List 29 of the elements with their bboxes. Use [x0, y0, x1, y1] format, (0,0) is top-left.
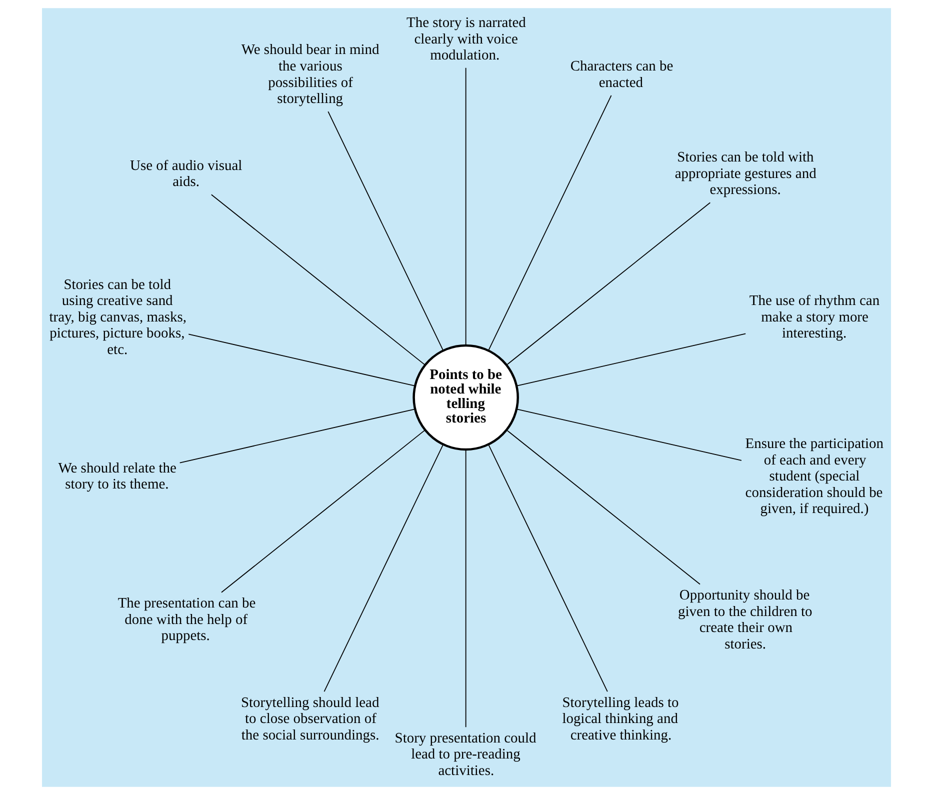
node-text: Opportunity should be given to the children to create their own stories.	[678, 588, 812, 652]
connector	[210, 194, 425, 366]
connector	[464, 67, 466, 346]
node-text: Ensure the participation of each and every student (special consideration should be given, if required.)	[744, 436, 884, 518]
node-text: Stories can be told with appropriate gestures and expressions.	[674, 150, 816, 198]
node-text: The use of rhythm can make a story more interesting.	[748, 293, 880, 342]
connector	[220, 430, 425, 593]
connector	[516, 333, 746, 386]
connector	[506, 430, 700, 585]
connector	[323, 444, 444, 692]
connector	[188, 334, 415, 386]
node-text: Storytelling should lead to close observation of the social surroundings.	[240, 694, 379, 744]
node-text: The story is narrated clearly with voice modulation.	[406, 14, 526, 64]
connector	[488, 95, 612, 351]
node-text: We should bear in mind the various possibilities of storytelling	[240, 42, 379, 108]
connector	[506, 202, 710, 366]
connector	[327, 111, 444, 351]
connector	[488, 444, 608, 692]
node-text: Characters can be enacted	[570, 58, 673, 91]
connector	[178, 408, 415, 464]
connector	[516, 408, 742, 461]
node-text: Story presentation could lead to pre-reading activities.	[394, 730, 536, 779]
node-text: Storytelling leads to logical thinking and creative thinking.	[562, 694, 678, 744]
node-text: Stories can be told using creative sand tray, big canvas, masks, pictures, picture books, etc.	[48, 276, 186, 358]
node-text: We should relate the story to its theme.	[58, 460, 176, 493]
node-text: Use of audio visual aids.	[130, 158, 242, 190]
node-circle: Points to be noted while telling stories	[412, 344, 518, 451]
connector	[464, 449, 466, 728]
node-text: The presentation can be done with the help of puppets.	[117, 596, 256, 644]
